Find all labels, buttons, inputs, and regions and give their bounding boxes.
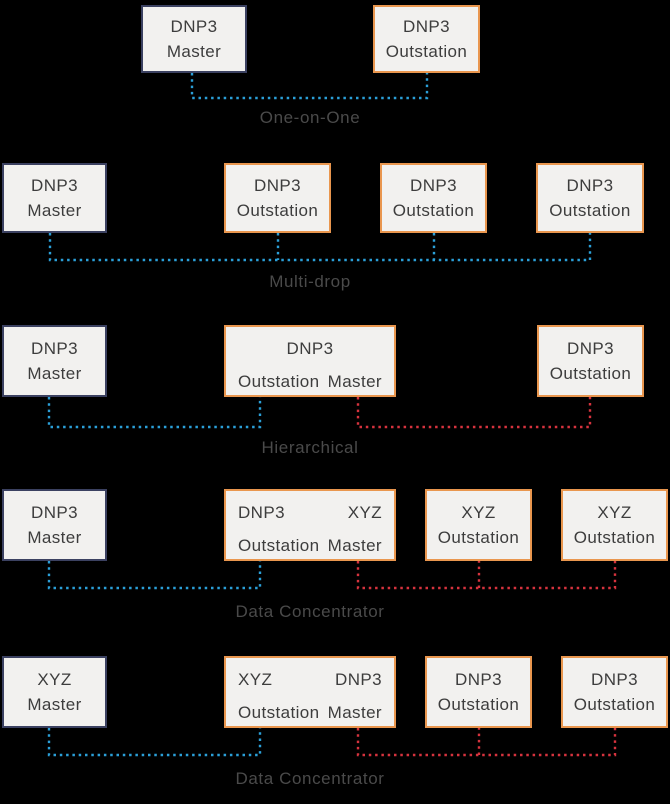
box-label-line: Outstation	[573, 695, 656, 714]
concentrator2-master-link-line	[47, 728, 262, 757]
box-label-line: Master	[27, 201, 82, 220]
box-label-line: DNP3	[403, 17, 450, 36]
dual-box-left-title: XYZ	[238, 670, 273, 689]
concentrator2-sub-bus-line	[356, 728, 617, 757]
one-on-one-caption: One-on-One	[259, 108, 361, 127]
box-label-line: Master	[27, 695, 82, 714]
box-label-line: DNP3	[31, 503, 78, 522]
hierarchical-dual-box: DNP3 Outstation Master	[224, 325, 396, 397]
one-on-one-outstation-box: DNP3 Outstation	[373, 5, 480, 73]
box-label-line: Outstation	[437, 528, 520, 547]
hierarchical-master-box: DNP3 Master	[2, 325, 107, 397]
hierarchical-sub-link-line	[356, 397, 592, 429]
multi-drop-outstation3-box: DNP3 Outstation	[536, 163, 644, 233]
multi-drop-bus-line	[48, 233, 592, 262]
concentrator2-caption: Data Concentrator	[235, 769, 385, 788]
concentrator1-outstation1-box: XYZ Outstation	[425, 489, 532, 561]
dual-box-right-role: Master	[327, 372, 382, 391]
dual-box-title: DNP3	[286, 339, 334, 358]
concentrator1-dual-box: DNP3 XYZ Outstation Master	[224, 489, 396, 561]
one-on-one-master-box: DNP3 Master	[141, 5, 247, 73]
concentrator1-caption: Data Concentrator	[235, 602, 385, 621]
box-label-line: DNP3	[31, 339, 78, 358]
multi-drop-caption: Multi-drop	[269, 272, 351, 291]
dual-box-left-role: Outstation	[238, 703, 320, 722]
box-label-line: DNP3	[254, 176, 301, 195]
box-label-line: Outstation	[236, 201, 319, 220]
concentrator1-master-link-line	[47, 561, 262, 590]
multi-drop-outstation2-box: DNP3 Outstation	[380, 163, 487, 233]
concentrator2-master-box: XYZ Master	[2, 656, 107, 728]
box-label-line: Outstation	[549, 364, 632, 383]
box-label-line: DNP3	[410, 176, 457, 195]
box-label-line: XYZ	[461, 503, 496, 522]
multi-drop-outstation1-box: DNP3 Outstation	[224, 163, 331, 233]
box-label-line: DNP3	[31, 176, 78, 195]
multi-drop-master-box: DNP3 Master	[2, 163, 107, 233]
dual-box-left-role: Outstation	[238, 372, 320, 391]
concentrator2-outstation2-box: DNP3 Outstation	[561, 656, 668, 728]
dual-box-right-role: Master	[327, 703, 382, 722]
concentrator1-outstation2-box: XYZ Outstation	[561, 489, 668, 561]
box-label-line: Master	[27, 528, 82, 547]
dual-box-right-title: DNP3	[335, 670, 382, 689]
box-label-line: Outstation	[392, 201, 475, 220]
dual-box-left-role: Outstation	[238, 536, 320, 555]
box-label-line: DNP3	[455, 670, 502, 689]
concentrator2-outstation1-box: DNP3 Outstation	[425, 656, 532, 728]
box-label-line: XYZ	[597, 503, 632, 522]
concentrator2-dual-box: XYZ DNP3 Outstation Master	[224, 656, 396, 728]
box-label-line: Master	[27, 364, 82, 383]
hierarchical-caption: Hierarchical	[261, 438, 359, 457]
box-label-line: DNP3	[170, 17, 218, 36]
one-on-one-link-line	[190, 73, 429, 100]
concentrator1-master-box: DNP3 Master	[2, 489, 107, 561]
box-label-line: DNP3	[567, 339, 614, 358]
box-label-line: DNP3	[591, 670, 638, 689]
box-label-line: Outstation	[385, 42, 468, 61]
dual-box-right-title: XYZ	[347, 503, 382, 522]
box-label-line: Outstation	[549, 201, 631, 220]
box-label-line: DNP3	[566, 176, 614, 195]
box-label-line: Master	[166, 42, 222, 61]
concentrator1-sub-bus-line	[356, 561, 617, 590]
box-label-line: XYZ	[37, 670, 72, 689]
dual-box-right-role: Master	[327, 536, 382, 555]
box-label-line: Outstation	[437, 695, 520, 714]
hierarchical-outstation-box: DNP3 Outstation	[537, 325, 644, 397]
dual-box-left-title: DNP3	[238, 503, 285, 522]
box-label-line: Outstation	[573, 528, 656, 547]
hierarchical-master-link-line	[47, 397, 262, 429]
